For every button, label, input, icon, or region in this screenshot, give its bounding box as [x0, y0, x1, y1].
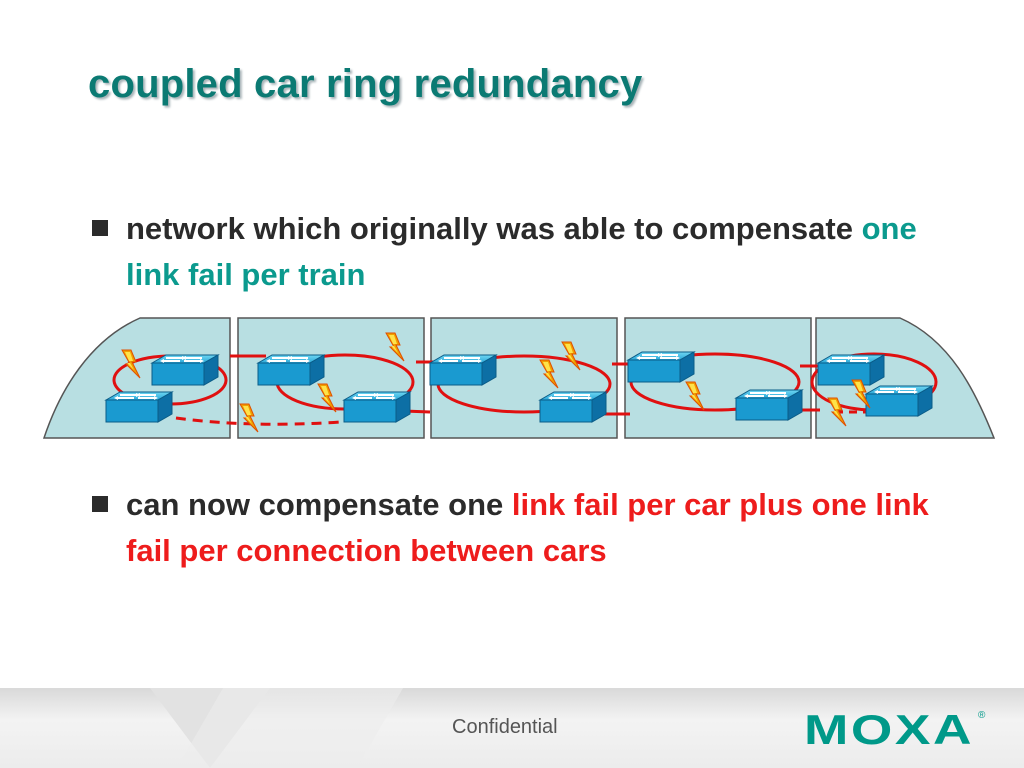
dashed-inter-car-link	[175, 416, 341, 426]
network-switch-icon	[343, 391, 411, 423]
network-switch-icon	[151, 354, 219, 386]
bullet-one-text: network which originally was able to com…	[126, 206, 972, 298]
logo-text: MOXA	[804, 706, 974, 750]
bullet-two-plain: can now compensate one	[126, 487, 512, 522]
bullet-square-icon	[92, 496, 108, 512]
slide-title: coupled car ring redundancy	[88, 62, 643, 106]
bullet-two-text: can now compensate one link fail per car…	[126, 482, 972, 574]
network-switch-icon	[865, 385, 933, 417]
bullet-one-plain: network which originally was able to com…	[126, 211, 862, 246]
network-switch-icon	[257, 354, 325, 386]
bullet-square-icon	[92, 220, 108, 236]
bullet-two-highlight: link fail per car plus one link fail per…	[126, 487, 929, 568]
bullet-one-highlight: one link fail per train	[126, 211, 917, 292]
network-switch-icon	[429, 354, 497, 386]
network-switch-icon	[105, 391, 173, 423]
car-front	[42, 317, 231, 439]
moxa-logo: MOXA ®	[804, 706, 986, 750]
slide-footer: Confidential MOXA ®	[0, 688, 1024, 768]
network-switch-icon	[539, 391, 607, 423]
network-switch-icon	[627, 351, 695, 383]
network-switch-icon	[817, 354, 885, 386]
train-ring-diagram	[42, 317, 996, 439]
network-switch-icon	[735, 389, 803, 421]
bullet-two: can now compensate one link fail per car…	[92, 482, 972, 574]
logo-registered-mark: ®	[978, 710, 986, 721]
confidential-label: Confidential	[452, 716, 558, 738]
backbone-link-a	[230, 354, 830, 368]
bullet-one: network which originally was able to com…	[92, 206, 972, 298]
